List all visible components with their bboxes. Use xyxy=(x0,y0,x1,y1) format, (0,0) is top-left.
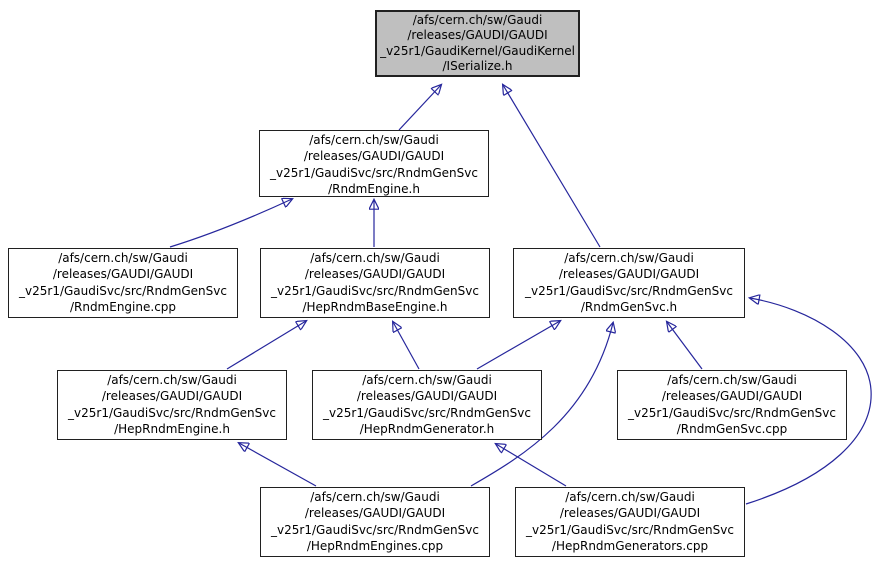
node-label-line: _v25r1/GaudiSvc/src/RndmGenSvc xyxy=(323,405,531,420)
node-label-line: /releases/GAUDI/GAUDI xyxy=(407,28,548,43)
edge-rndmgensvc-h-to-iserialize-h xyxy=(503,85,601,248)
node-label-line: /RndmEngine.h xyxy=(328,182,420,197)
node-heprndmgenerators-cpp[interactable]: /afs/cern.ch/sw/Gaudi /releases/GAUDI/GA… xyxy=(515,487,745,557)
node-heprndmengines-cpp[interactable]: /afs/cern.ch/sw/Gaudi /releases/GAUDI/GA… xyxy=(260,487,490,557)
node-rndmengine-cpp[interactable]: /afs/cern.ch/sw/Gaudi /releases/GAUDI/GA… xyxy=(8,248,238,318)
edge-heprndmgenerator-h-to-rndmgensvc-h xyxy=(476,321,560,370)
edge-rndmengine-cpp-to-rndmengine-h xyxy=(169,199,292,248)
node-label-line: _v25r1/GaudiSvc/src/RndmGenSvc xyxy=(19,283,227,298)
edge-heprndmgenerator-h-to-heprndmbaseengine-h xyxy=(393,322,420,370)
edge-heprndmengine-h-to-heprndmbaseengine-h xyxy=(226,321,306,370)
edge-heprndmengines-cpp-to-heprndmengine-h xyxy=(239,443,317,487)
node-label-line: _v25r1/GaudiSvc/src/RndmGenSvc xyxy=(526,522,734,537)
node-rndmgensvc-cpp[interactable]: /afs/cern.ch/sw/Gaudi /releases/GAUDI/GA… xyxy=(617,370,847,440)
node-label-line: /afs/cern.ch/sw/Gaudi xyxy=(412,13,543,27)
node-label-line: _v25r1/GaudiKernel/GaudiKernel xyxy=(380,43,575,58)
node-rndmengine-h[interactable]: /afs/cern.ch/sw/Gaudi /releases/GAUDI/GA… xyxy=(259,130,489,197)
node-label-line: _v25r1/GaudiSvc/src/RndmGenSvc xyxy=(525,283,733,298)
node-label-line: /afs/cern.ch/sw/Gaudi xyxy=(58,251,188,265)
node-label-line: /HepRndmBaseEngine.h xyxy=(302,300,448,315)
node-label-line: /releases/GAUDI/GAUDI xyxy=(101,389,243,404)
node-label-line: /afs/cern.ch/sw/Gaudi xyxy=(309,133,439,147)
node-label-line: /RndmGenSvc.cpp xyxy=(676,422,788,437)
node-heprndmgenerator-h[interactable]: /afs/cern.ch/sw/Gaudi /releases/GAUDI/GA… xyxy=(312,370,542,440)
node-label-line: _v25r1/GaudiSvc/src/RndmGenSvc xyxy=(270,165,478,180)
node-heprndmengine-h[interactable]: /afs/cern.ch/sw/Gaudi /releases/GAUDI/GA… xyxy=(57,370,287,440)
node-label-line: /afs/cern.ch/sw/Gaudi xyxy=(362,373,492,387)
node-label-line: /afs/cern.ch/sw/Gaudi xyxy=(565,490,695,504)
edge-heprndmgenerators-cpp-to-rndmgensvc-h xyxy=(745,298,872,505)
edge-heprndmengines-cpp-to-rndmgensvc-h xyxy=(470,323,613,487)
node-heprndmbaseengine-h[interactable]: /afs/cern.ch/sw/Gaudi /releases/GAUDI/GA… xyxy=(260,248,490,318)
node-label-line: _v25r1/GaudiSvc/src/RndmGenSvc xyxy=(271,522,479,537)
node-label-line: /releases/GAUDI/GAUDI xyxy=(661,389,803,404)
node-label-line: /ISerialize.h xyxy=(442,59,513,74)
node-label-line: /afs/cern.ch/sw/Gaudi xyxy=(107,373,237,387)
node-label-line: /RndmEngine.cpp xyxy=(69,300,177,315)
node-label-line: _v25r1/GaudiSvc/src/RndmGenSvc xyxy=(628,405,836,420)
node-label-line: /HepRndmGenerators.cpp xyxy=(551,539,709,554)
node-rndmgensvc-h[interactable]: /afs/cern.ch/sw/Gaudi /releases/GAUDI/GA… xyxy=(513,248,745,318)
node-label-line: /releases/GAUDI/GAUDI xyxy=(52,267,194,282)
edge-heprndmgenerators-cpp-to-heprndmgenerator-h xyxy=(496,444,567,487)
node-label-line: /afs/cern.ch/sw/Gaudi xyxy=(310,251,440,265)
node-label-line: /releases/GAUDI/GAUDI xyxy=(558,267,700,282)
node-label-line: /HepRndmEngines.cpp xyxy=(306,539,444,554)
node-label-line: /HepRndmGenerator.h xyxy=(359,422,495,437)
node-label-line: /HepRndmEngine.h xyxy=(114,422,230,437)
node-label-line: /releases/GAUDI/GAUDI xyxy=(559,506,701,521)
node-label-line: /afs/cern.ch/sw/Gaudi xyxy=(667,373,797,387)
node-label-line: /releases/GAUDI/GAUDI xyxy=(304,267,446,282)
node-label-line: _v25r1/GaudiSvc/src/RndmGenSvc xyxy=(271,283,479,298)
node-label-line: /releases/GAUDI/GAUDI xyxy=(356,389,498,404)
node-label-line: /releases/GAUDI/GAUDI xyxy=(303,149,445,164)
node-label-line: /releases/GAUDI/GAUDI xyxy=(304,506,446,521)
node-label-line: /RndmGenSvc.h xyxy=(580,300,678,315)
edge-rndmgensvc-cpp-to-rndmgensvc-h xyxy=(667,322,703,370)
node-iserialize-h[interactable]: /afs/cern.ch/sw/Gaudi /releases/GAUDI/GA… xyxy=(375,10,580,77)
node-label-line: /afs/cern.ch/sw/Gaudi xyxy=(564,251,694,265)
node-label-line: /afs/cern.ch/sw/Gaudi xyxy=(310,490,440,504)
node-label-line: _v25r1/GaudiSvc/src/RndmGenSvc xyxy=(68,405,276,420)
edge-rndmengine-h-to-iserialize-h xyxy=(398,85,441,131)
